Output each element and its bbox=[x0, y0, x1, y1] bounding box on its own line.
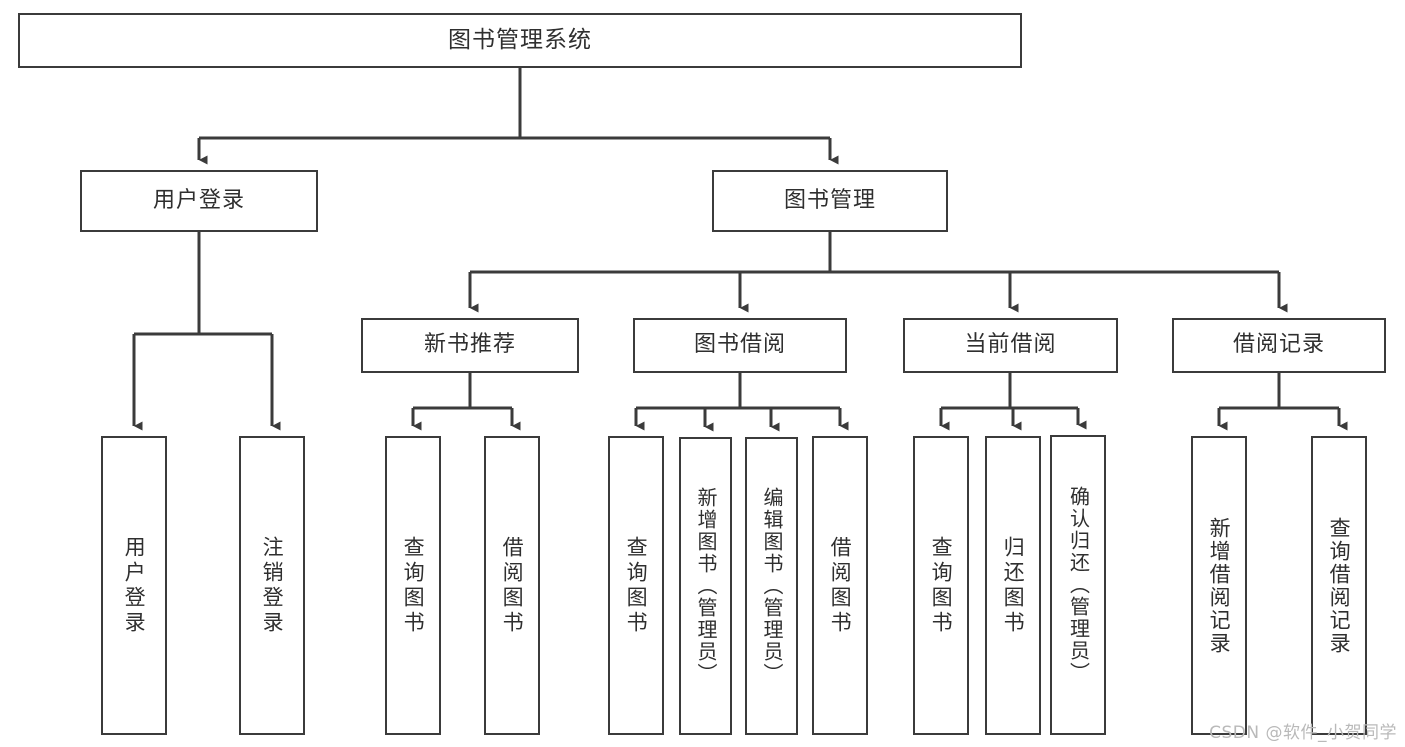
leaf-query-book-3[interactable]: 查询图书 bbox=[913, 436, 969, 735]
leaf-edit-book-admin-label: 编辑图书（管理员） bbox=[760, 487, 784, 685]
node-book-borrow[interactable]: 图书借阅 bbox=[633, 318, 847, 373]
leaf-user-logout-label: 注销登录 bbox=[260, 535, 285, 636]
leaf-add-borrow-record[interactable]: 新增借阅记录 bbox=[1191, 436, 1247, 735]
node-borrow-record-label: 借阅记录 bbox=[1232, 332, 1325, 358]
node-book-borrow-label: 图书借阅 bbox=[693, 332, 786, 358]
leaf-user-login[interactable]: 用户登录 bbox=[101, 436, 167, 735]
leaf-confirm-return-admin-label: 确认归还（管理员） bbox=[1066, 486, 1091, 684]
node-book-manage[interactable]: 图书管理 bbox=[712, 170, 948, 232]
leaf-query-book-1[interactable]: 查询图书 bbox=[385, 436, 441, 735]
node-new-book-recommend[interactable]: 新书推荐 bbox=[361, 318, 579, 373]
leaf-query-book-2-label: 查询图书 bbox=[624, 535, 649, 636]
leaf-query-book-2[interactable]: 查询图书 bbox=[608, 436, 664, 735]
leaf-borrow-book-2[interactable]: 借阅图书 bbox=[812, 436, 868, 735]
node-current-borrow[interactable]: 当前借阅 bbox=[903, 318, 1118, 373]
leaf-query-borrow-record-label: 查询借阅记录 bbox=[1327, 516, 1352, 655]
node-root-label: 图书管理系统 bbox=[448, 26, 592, 53]
leaf-borrow-book-2-label: 借阅图书 bbox=[828, 535, 853, 636]
leaf-user-logout[interactable]: 注销登录 bbox=[239, 436, 305, 735]
leaf-add-book-admin[interactable]: 新增图书（管理员） bbox=[679, 437, 732, 735]
leaf-query-book-1-label: 查询图书 bbox=[401, 535, 426, 636]
leaf-confirm-return-admin[interactable]: 确认归还（管理员） bbox=[1050, 435, 1106, 735]
leaf-add-book-admin-label: 新增图书（管理员） bbox=[694, 487, 718, 685]
node-root[interactable]: 图书管理系统 bbox=[18, 13, 1022, 68]
leaf-query-borrow-record[interactable]: 查询借阅记录 bbox=[1311, 436, 1367, 735]
node-user-login[interactable]: 用户登录 bbox=[80, 170, 318, 232]
csdn-watermark: CSDN @软件_小贺同学 bbox=[1209, 723, 1397, 743]
leaf-add-borrow-record-label: 新增借阅记录 bbox=[1207, 516, 1232, 655]
leaf-user-login-label: 用户登录 bbox=[122, 535, 147, 636]
leaf-edit-book-admin[interactable]: 编辑图书（管理员） bbox=[745, 437, 798, 735]
leaf-query-book-3-label: 查询图书 bbox=[929, 535, 954, 636]
leaf-return-book-label: 归还图书 bbox=[1001, 535, 1026, 636]
node-borrow-record[interactable]: 借阅记录 bbox=[1172, 318, 1386, 373]
leaf-borrow-book-1[interactable]: 借阅图书 bbox=[484, 436, 540, 735]
leaf-borrow-book-1-label: 借阅图书 bbox=[500, 535, 525, 636]
node-current-borrow-label: 当前借阅 bbox=[964, 332, 1057, 358]
node-book-manage-label: 图书管理 bbox=[783, 187, 876, 213]
node-user-login-label: 用户登录 bbox=[152, 187, 245, 213]
node-new-book-recommend-label: 新书推荐 bbox=[423, 332, 516, 358]
leaf-return-book[interactable]: 归还图书 bbox=[985, 436, 1041, 735]
